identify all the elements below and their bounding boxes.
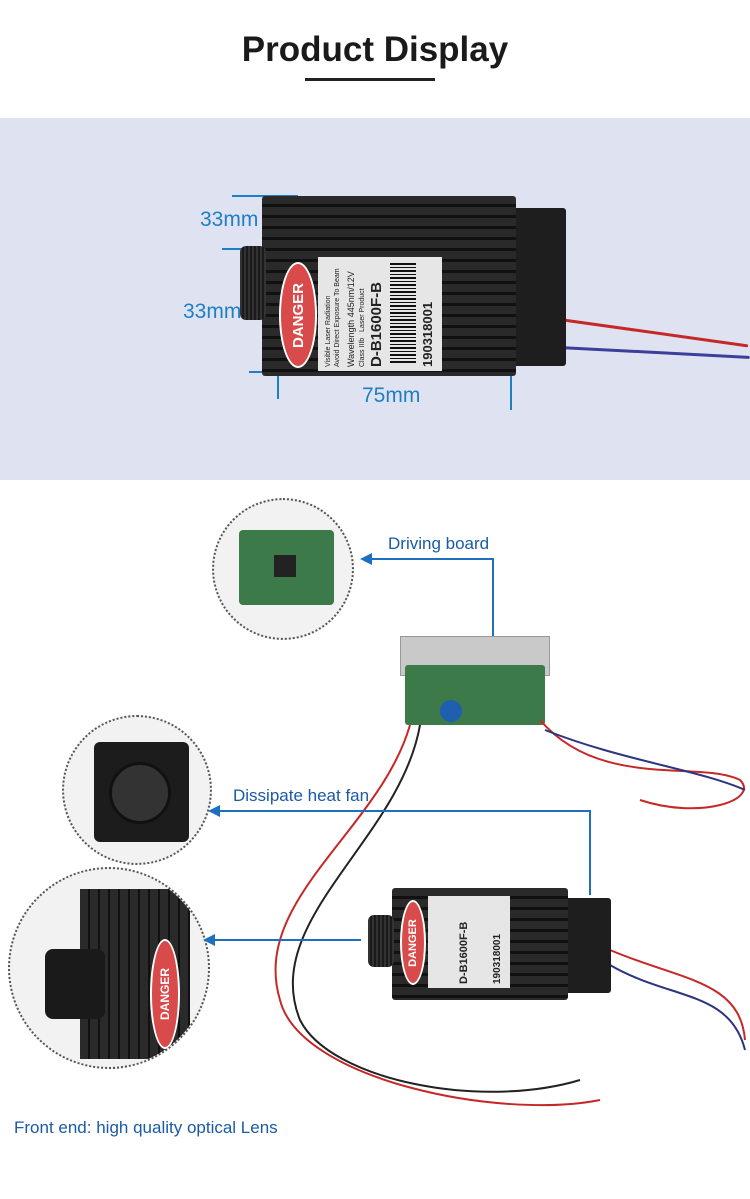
fan-housing <box>565 898 611 993</box>
label-serial: 190318001 <box>492 933 503 984</box>
arrow-line <box>589 810 591 895</box>
laser-lens <box>240 246 266 320</box>
danger-sticker: DANGER <box>279 262 317 368</box>
fan-caption: Dissipate heat fan <box>233 786 370 805</box>
dimension-line <box>277 371 279 399</box>
driver-board <box>405 665 545 725</box>
lens-caption: Front end: high quality optical Lens <box>14 1118 278 1137</box>
fan-closeup <box>62 715 212 865</box>
label-model: D-B1600F-B <box>458 921 470 984</box>
dimension-line <box>510 375 512 410</box>
danger-text: DANGER <box>158 967 173 1021</box>
driving-board-closeup <box>212 498 354 640</box>
danger-text: DANGER <box>407 918 420 967</box>
driving-board-caption: Driving board <box>388 534 490 553</box>
capacitor <box>440 700 462 722</box>
product-label: D-B1600F-B 190318001 <box>428 896 510 988</box>
page-title: Product Display <box>241 30 509 69</box>
barcode <box>390 263 416 363</box>
arrow-line <box>492 558 494 638</box>
lens-closeup: DANGER <box>8 867 210 1069</box>
arrow-line <box>218 810 591 812</box>
arrow-head-icon <box>203 934 215 946</box>
width-dimension: 33mm <box>183 300 242 323</box>
arrow-head-icon <box>360 553 372 565</box>
danger-sticker: DANGER <box>400 900 426 985</box>
arrow-line <box>370 558 494 560</box>
title-underline <box>305 78 435 81</box>
arrow-head-icon <box>208 805 220 817</box>
laser-lens <box>368 915 394 967</box>
fan-housing <box>510 208 566 366</box>
height-dimension: 33mm <box>200 208 259 231</box>
arrow-line <box>213 939 361 941</box>
length-dimension: 75mm <box>362 384 421 407</box>
